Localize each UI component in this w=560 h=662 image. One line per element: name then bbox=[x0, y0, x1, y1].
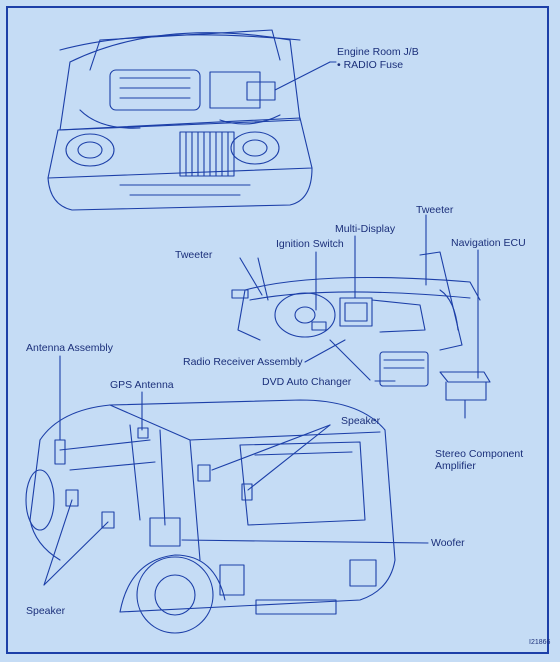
vehicle-illustration bbox=[25, 399, 396, 634]
navigation-ecu-label: Navigation ECU bbox=[451, 237, 526, 249]
dvd-auto-changer-label: DVD Auto Changer bbox=[262, 376, 352, 388]
stereo-component-amplifier-label-2: Amplifier bbox=[435, 460, 476, 472]
antenna-assembly-label: Antenna Assembly bbox=[26, 342, 113, 354]
tweeter-right-label: Tweeter bbox=[416, 204, 454, 216]
woofer-label: Woofer bbox=[431, 537, 465, 549]
speaker-front-label: Speaker bbox=[26, 605, 66, 617]
figure-code: I21866 bbox=[529, 639, 551, 646]
stereo-component-amplifier-label-1: Stereo Component bbox=[435, 448, 524, 460]
engine-room-jb-label: Engine Room J/B bbox=[337, 46, 419, 58]
leader-lines bbox=[43, 61, 479, 586]
dashboard-illustration bbox=[231, 251, 491, 401]
ignition-switch-label: Ignition Switch bbox=[276, 238, 344, 250]
tweeter-left-label: Tweeter bbox=[175, 249, 213, 261]
diagram-frame bbox=[6, 6, 549, 654]
multi-display-label: Multi-Display bbox=[335, 223, 396, 235]
engine-room-illustration bbox=[47, 29, 331, 211]
radio-receiver-assembly-label: Radio Receiver Assembly bbox=[183, 356, 303, 368]
gps-antenna-label: GPS Antenna bbox=[110, 379, 174, 391]
speaker-rear-label: Speaker bbox=[341, 415, 381, 427]
radio-fuse-label: • RADIO Fuse bbox=[337, 59, 404, 71]
